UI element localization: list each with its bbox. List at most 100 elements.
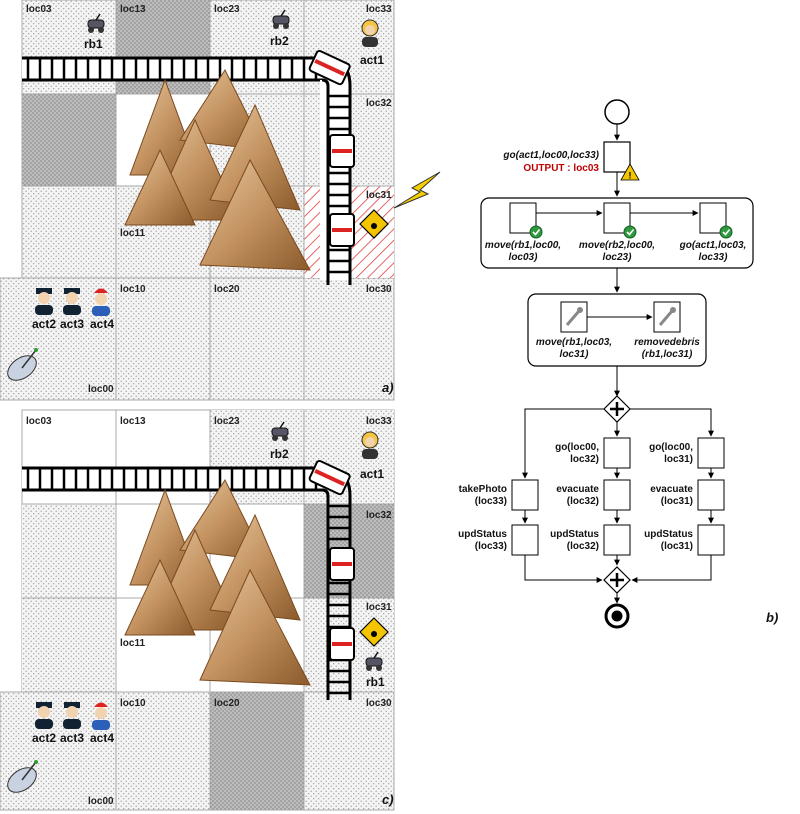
- panel-label: b): [766, 610, 778, 625]
- task-box: [603, 437, 631, 469]
- panel-label: a): [382, 380, 394, 395]
- task-label: (rb1,loc31): [642, 349, 693, 360]
- train-car-icon: [329, 547, 355, 581]
- panel-c-map: loc03 loc13 loc23 loc33 loc32 loc31 loc1…: [0, 409, 395, 811]
- firefighter-icon-act1: [361, 19, 379, 47]
- task-label: updStatus: [644, 529, 693, 540]
- loc-label: loc32: [366, 98, 392, 109]
- loc-label: loc30: [366, 698, 392, 709]
- loc-label: loc11: [120, 638, 145, 649]
- task-box: [603, 479, 631, 511]
- task-label: move(rb1,loc00,: [485, 240, 561, 251]
- mountains: [124, 478, 311, 686]
- loc-label: loc31: [366, 190, 392, 201]
- warning-icon: !: [620, 163, 640, 181]
- task-label: (loc33): [475, 496, 507, 507]
- task-label: loc31): [664, 454, 693, 465]
- task-label: (loc32): [567, 496, 599, 507]
- entity-label: rb2: [270, 34, 289, 48]
- train-car-icon: [308, 49, 351, 86]
- entity-label: rb2: [270, 447, 289, 461]
- task-box: [511, 479, 539, 511]
- policeman-icon-act3: [63, 702, 81, 729]
- task-label: go(loc00,: [555, 442, 599, 453]
- process-labels: go(act1,loc00,loc33) OUTPUT : loc03 move…: [458, 150, 778, 625]
- debris-warning-icon: [359, 617, 389, 647]
- entity-label: act1: [360, 53, 384, 67]
- task-label: evacuate: [556, 484, 599, 495]
- robot-icon-rb1: [87, 13, 105, 33]
- loc-label: loc20: [214, 284, 240, 295]
- policeman-icon-act2: [35, 702, 53, 729]
- task-label: (loc31): [661, 496, 693, 507]
- task-label: updStatus: [458, 529, 507, 540]
- task-label: (loc32): [567, 541, 599, 552]
- start-event: [604, 99, 630, 125]
- task-label: move(rb2,loc00,: [579, 240, 655, 251]
- check-icon: [719, 225, 733, 239]
- entity-label: rb1: [84, 37, 103, 51]
- loc-label: loc33: [366, 416, 392, 427]
- train-car-icon: [308, 459, 351, 496]
- loc-label: loc10: [120, 284, 146, 295]
- parallel-gateway: [603, 566, 631, 594]
- task-label: (loc33): [475, 541, 507, 552]
- entity-label: act4: [90, 317, 114, 331]
- task-label: go(loc00,: [649, 442, 693, 453]
- entity-label: act2: [32, 317, 56, 331]
- task-box: [603, 141, 631, 173]
- output-label: OUTPUT : loc03: [523, 163, 599, 174]
- train-car-icon: [329, 134, 355, 168]
- task-label: takePhoto: [459, 484, 507, 495]
- task-box: [603, 524, 631, 556]
- task-label: loc33): [699, 252, 729, 263]
- loc-label: loc00: [88, 384, 114, 395]
- task-label: evacuate: [650, 484, 693, 495]
- svg-text:!: !: [629, 171, 632, 181]
- robot-icon-rb2: [271, 421, 289, 441]
- task-label: go(act1,loc03,: [679, 240, 747, 251]
- train-car-icon: [329, 213, 355, 247]
- task-label: updStatus: [550, 529, 599, 540]
- task-box: [511, 524, 539, 556]
- satellite-dish-icon: [7, 760, 38, 793]
- policeman-icon-act3: [63, 288, 81, 315]
- entity-label: act4: [90, 731, 114, 745]
- loc-label: loc03: [26, 416, 52, 427]
- panel-a-map: loc03 loc13 loc23 loc33 loc32 loc31 loc1…: [0, 0, 441, 401]
- task-label: removedebris: [634, 337, 700, 348]
- robot-icon-rb1: [365, 651, 383, 671]
- parallel-gateway: [603, 395, 631, 423]
- policeman-icon-act2: [35, 288, 53, 315]
- entity-label: rb1: [366, 675, 385, 689]
- task-label: loc31): [560, 349, 590, 360]
- process-diagram: !: [480, 99, 754, 629]
- check-icon: [529, 225, 543, 239]
- wrench-icon: [658, 307, 676, 326]
- check-icon: [623, 225, 637, 239]
- task-box: [697, 479, 725, 511]
- train-car-icon: [329, 627, 355, 661]
- loc-label: loc23: [214, 4, 240, 15]
- end-event: [604, 603, 630, 629]
- entity-label: act3: [60, 731, 84, 745]
- entity-label: act2: [32, 731, 56, 745]
- task-label: loc03): [509, 252, 539, 263]
- task-label: loc23): [603, 252, 633, 263]
- loc-label: loc11: [120, 228, 145, 239]
- task-box: [697, 437, 725, 469]
- loc-label: loc33: [366, 4, 392, 15]
- loc-label: loc31: [366, 602, 392, 613]
- loc-label: loc13: [120, 4, 146, 15]
- firefighter-icon-act1: [361, 431, 379, 459]
- task-label: go(act1,loc00,loc33): [502, 150, 599, 161]
- entity-label: act1: [360, 467, 384, 481]
- worker-icon-act4: [92, 702, 110, 730]
- entity-label: act3: [60, 317, 84, 331]
- task-label: move(rb1,loc03,: [536, 337, 612, 348]
- loc-label: loc30: [366, 284, 392, 295]
- loc-label: loc13: [120, 416, 146, 427]
- task-label: (loc31): [661, 541, 693, 552]
- mountains: [124, 68, 311, 271]
